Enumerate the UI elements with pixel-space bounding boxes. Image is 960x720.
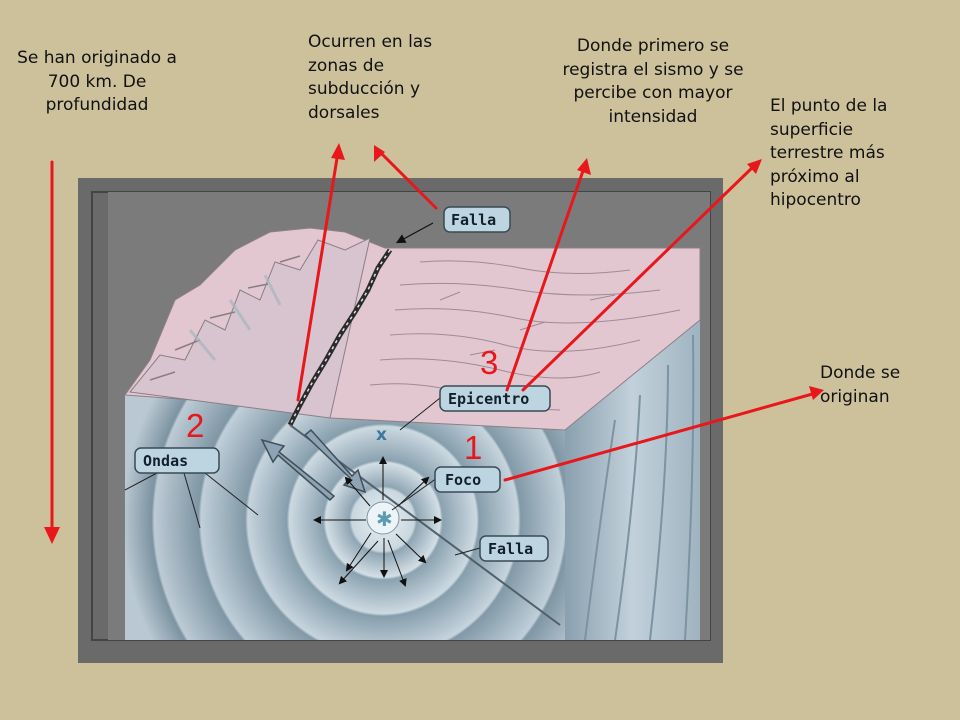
intensity-arrow [505, 166, 586, 392]
number-3: 3 [480, 344, 499, 381]
depth-arrow-head [44, 527, 60, 544]
label-foco-text: Foco [445, 471, 481, 489]
annotation-origin: Donde se originan [820, 363, 901, 407]
label-ondas: Ondas [134, 447, 220, 474]
surface-point-arrow-head [747, 159, 762, 174]
label-falla-top-text: Falla [451, 211, 496, 229]
front-face [125, 395, 565, 640]
intensity-arrow-head [577, 158, 591, 175]
zones-arrow-1-head [331, 143, 345, 160]
label-falla-bottom: Falla [479, 535, 549, 562]
focus-point [366, 501, 400, 535]
zones-arrow-2 [378, 150, 438, 210]
surface-point-arrow [521, 163, 757, 392]
label-epicentro: Epicentro [439, 385, 551, 412]
annotation-intensity: Donde primero se registra el sismo y se … [562, 36, 744, 127]
svg-text:✱: ✱ [376, 507, 393, 531]
label-falla-top: Falla [443, 206, 511, 233]
origin-arrow [503, 391, 818, 482]
label-epicentro-text: Epicentro [448, 390, 529, 408]
epicenter-mark: x [376, 425, 387, 445]
annotation-depth: Se han originado a 700 km. De profundida… [17, 48, 177, 115]
slip-arrow-up [260, 438, 336, 502]
label-ondas-text: Ondas [143, 452, 188, 470]
zones-arrow-2-head [374, 145, 385, 162]
annotation-zones: Ocurren en las zonas de subducción y dor… [308, 32, 433, 123]
annotation-surface-point: El punto de la superficie terrestre más … [770, 96, 888, 210]
zones-arrow-1 [296, 150, 340, 402]
label-falla-bottom-text: Falla [488, 540, 533, 558]
origin-arrow-head [809, 386, 824, 400]
number-2: 2 [186, 407, 205, 444]
label-foco: Foco [434, 466, 501, 493]
number-1: 1 [464, 429, 483, 466]
